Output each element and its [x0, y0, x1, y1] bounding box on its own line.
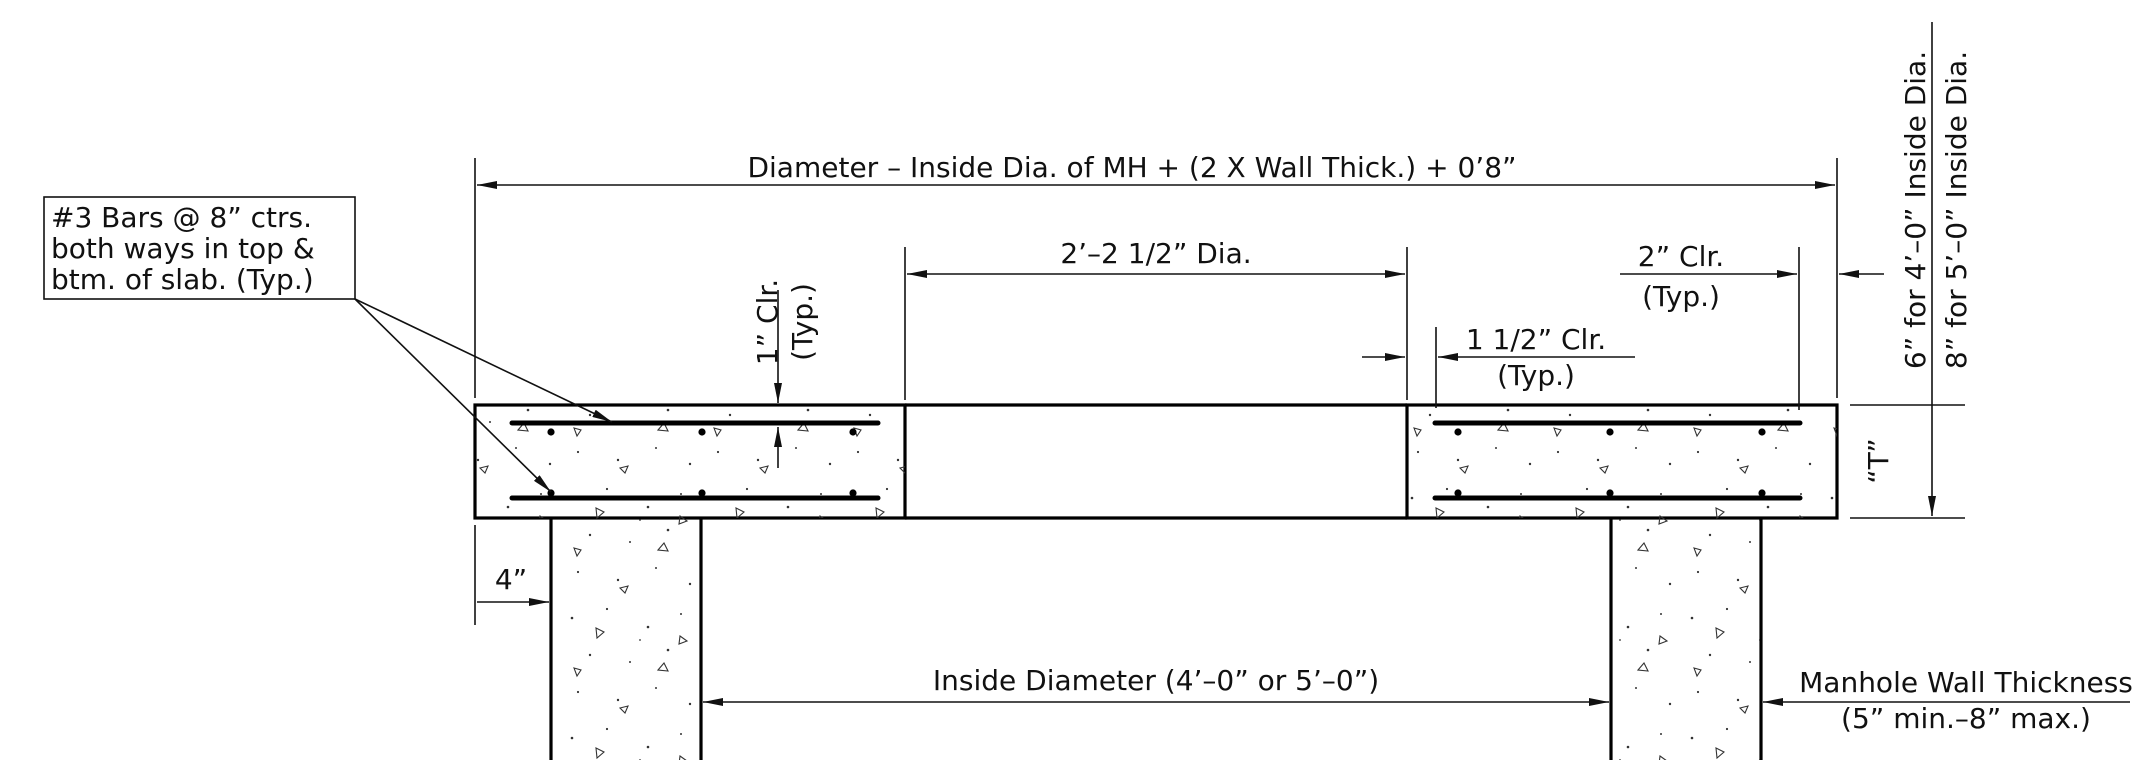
rebar-callout-line3: btm. of slab. (Typ.) [51, 263, 314, 296]
clr-1half-label-line2: (Typ.) [1497, 359, 1575, 392]
opening-diameter-label: 2’–2 1/2” Dia. [1060, 237, 1251, 270]
right-manhole-wall-hatch [1611, 518, 1761, 760]
offset-4in-label: 4” [495, 563, 527, 596]
clr-1half-label-line1: 1 1/2” Clr. [1466, 323, 1606, 356]
reinforcing-bars [509, 420, 1803, 501]
clr-2-label-line1: 2” Clr. [1638, 240, 1724, 273]
rebar-callout-box [43, 196, 356, 300]
wall-thickness-label-line1: Manhole Wall Thickness [1799, 666, 2133, 699]
thickness-note-4ft: 6” for 4’–0” Inside Dia. [1899, 51, 1932, 369]
rebar-callout-leader-top [354, 298, 613, 423]
rebar-callout-leader-bottom [354, 298, 552, 493]
rebar-callout-line1: #3 Bars @ 8” ctrs. [51, 201, 312, 234]
left-manhole-wall-hatch [551, 518, 701, 760]
overall-diameter-label: Diameter – Inside Dia. of MH + (2 X Wall… [747, 151, 1516, 184]
wall-thickness-label-line2: (5” min.–8” max.) [1841, 702, 2091, 735]
clr-2-label-line2: (Typ.) [1642, 280, 1720, 313]
clr-1-label-line1: 1” Clr. [751, 279, 784, 365]
clr-1-label-line2: (Typ.) [786, 283, 819, 361]
slab-thickness-label: “T” [1862, 438, 1895, 484]
thickness-note-5ft: 8” for 5’–0” Inside Dia. [1940, 51, 1973, 369]
inside-diameter-label: Inside Diameter (4’–0” or 5’–0”) [933, 664, 1379, 697]
rebar-callout-line2: both ways in top & [51, 232, 315, 265]
